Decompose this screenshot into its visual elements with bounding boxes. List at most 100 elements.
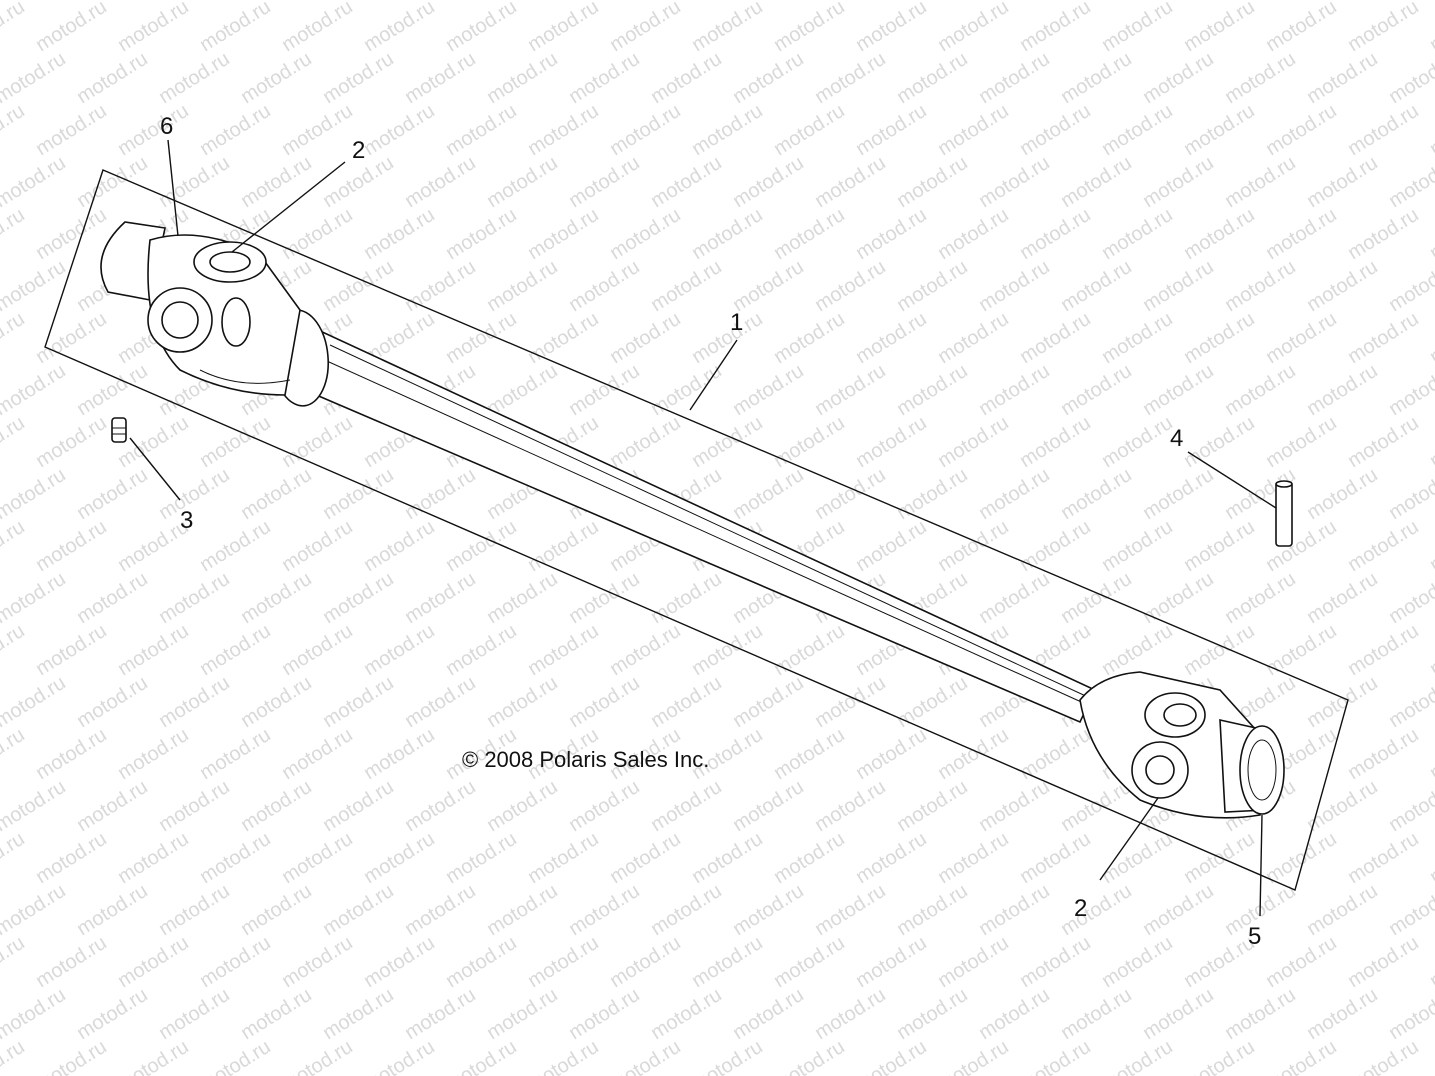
watermark-text: motod.ru [893,984,972,1044]
watermark-text: motod.ru [196,932,275,992]
watermark-text: motod.ru [0,984,70,1044]
watermark-text: motod.ru [1057,256,1136,316]
watermark-text: motod.ru [73,672,152,732]
watermark-text: motod.ru [73,152,152,212]
watermark-text: motod.ru [1426,1036,1435,1076]
watermark-text: motod.ru [1262,1036,1341,1076]
watermark-text: motod.ru [524,100,603,160]
watermark-text: motod.ru [1098,620,1177,680]
watermark-text: motod.ru [360,932,439,992]
watermark-text: motod.ru [1344,932,1423,992]
watermark-text: motod.ru [1057,48,1136,108]
callout-2-rear: 2 [1074,895,1087,922]
watermark-text: motod.ru [278,724,357,784]
watermark-text: motod.ru [524,308,603,368]
watermark-text: motod.ru [401,984,480,1044]
watermark-text: motod.ru [1344,204,1423,264]
watermark-text: motod.ru [1385,256,1435,316]
watermark-text: motod.ru [1385,464,1435,524]
watermark-text: motod.ru [893,360,972,420]
watermark-text: motod.ru [565,360,644,420]
watermark-text: motod.ru [1180,932,1259,992]
watermark-text: motod.ru [237,568,316,628]
watermark-text: motod.ru [1262,932,1341,992]
watermark-text: motod.ru [1057,568,1136,628]
watermark-text: motod.ru [1057,360,1136,420]
watermark-text: motod.ru [237,48,316,108]
watermark-text: motod.ru [73,984,152,1044]
watermark-text: motod.ru [0,672,70,732]
watermark-text: motod.ru [647,568,726,628]
watermark-text: motod.ru [114,932,193,992]
watermark-text: motod.ru [688,1036,767,1076]
watermark-text: motod.ru [524,516,603,576]
watermark-text: motod.ru [852,412,931,472]
watermark-text: motod.ru [524,828,603,888]
watermark-text: motod.ru [278,1036,357,1076]
watermark-text: motod.ru [278,828,357,888]
watermark-text: motod.ru [1180,620,1259,680]
watermark-text: motod.ru [1262,412,1341,472]
watermark-text: motod.ru [893,152,972,212]
watermark-text: motod.ru [114,100,193,160]
watermark-text: motod.ru [852,1036,931,1076]
watermark-text: motod.ru [401,672,480,732]
watermark-text: motod.ru [1180,412,1259,472]
watermark-text: motod.ru [934,412,1013,472]
watermark-text: motod.ru [688,412,767,472]
watermark-text: motod.ru [442,828,521,888]
watermark-text: motod.ru [196,620,275,680]
watermark-text: motod.ru [975,776,1054,836]
watermark-text: motod.ru [1385,880,1435,940]
watermark-text: motod.ru [114,0,193,56]
watermark-text: motod.ru [32,0,111,56]
watermark-text: motod.ru [1016,724,1095,784]
watermark-text: motod.ru [934,100,1013,160]
watermark-text: motod.ru [237,672,316,732]
watermark-text: motod.ru [606,412,685,472]
watermark-text: motod.ru [565,984,644,1044]
watermark-text: motod.ru [1098,516,1177,576]
watermark-text: motod.ru [934,932,1013,992]
watermark-text: motod.ru [0,464,70,524]
watermark-text: motod.ru [606,828,685,888]
watermark-text: motod.ru [729,464,808,524]
watermark-text: motod.ru [934,308,1013,368]
watermark-text: motod.ru [811,464,890,524]
watermark-text: motod.ru [770,308,849,368]
watermark-text: motod.ru [1016,100,1095,160]
watermark-text: motod.ru [319,48,398,108]
watermark-text: motod.ru [893,256,972,316]
watermark-text: motod.ru [606,204,685,264]
watermark-text: motod.ru [811,776,890,836]
watermark-text: motod.ru [1016,204,1095,264]
watermark-text: motod.ru [0,568,70,628]
watermark-text: motod.ru [1426,724,1435,784]
watermark-text: motod.ru [0,620,29,680]
watermark-text: motod.ru [114,620,193,680]
watermark-text: motod.ru [852,100,931,160]
watermark-text: motod.ru [0,100,29,160]
watermark-text: motod.ru [278,620,357,680]
watermark-text: motod.ru [934,0,1013,56]
watermark-text: motod.ru [524,1036,603,1076]
watermark-text: motod.ru [0,516,29,576]
watermark-text: motod.ru [319,568,398,628]
watermark-text: motod.ru [606,308,685,368]
watermark-text: motod.ru [1344,0,1423,56]
watermark-text: motod.ru [360,1036,439,1076]
watermark-text: motod.ru [73,360,152,420]
watermark-text: motod.ru [565,152,644,212]
watermark-text: motod.ru [278,516,357,576]
watermark-text: motod.ru [729,880,808,940]
watermark-text: motod.ru [319,984,398,1044]
watermark-text: motod.ru [1098,0,1177,56]
watermark-text: motod.ru [401,152,480,212]
watermark-text: motod.ru [1180,100,1259,160]
watermark-text: motod.ru [0,256,70,316]
watermark-text: motod.ru [811,984,890,1044]
watermark-text: motod.ru [1385,152,1435,212]
watermark-text: motod.ru [1057,464,1136,524]
watermark-text: motod.ru [0,724,29,784]
watermark-text: motod.ru [483,776,562,836]
